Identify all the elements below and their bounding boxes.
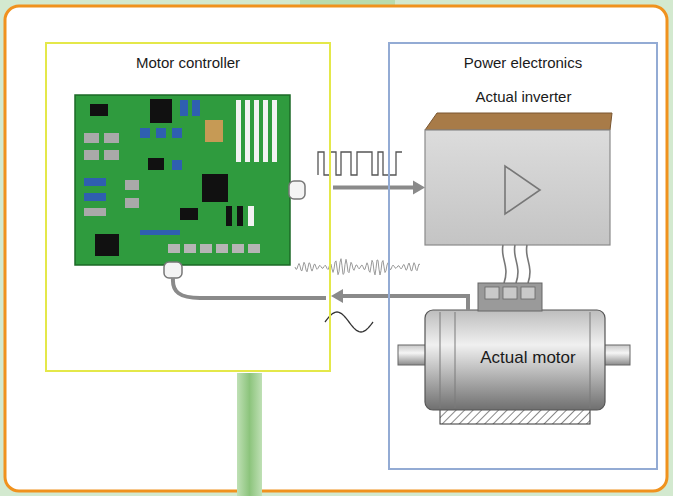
frame-part: [5, 6, 667, 491]
circuit-board-part: [237, 206, 243, 226]
circuit-board-part: [236, 100, 241, 162]
frame-part: [237, 373, 262, 496]
group-box: Motor controller: [45, 42, 331, 372]
circuit-board-part: [226, 206, 232, 226]
circuit-board-part: [172, 160, 182, 170]
motor-drawing-part: [398, 345, 428, 365]
circuit-board-part: [148, 158, 164, 170]
circuit-board-part: [192, 100, 200, 116]
component-box: Actual inverter: [425, 130, 622, 245]
circuit-board-part: [95, 234, 119, 256]
circuit-board-part: [184, 244, 196, 253]
circuit-board-part: [248, 206, 254, 226]
circuit-board-part: [254, 100, 259, 162]
circuit-board-part: [140, 128, 150, 138]
inverter-drawing-part: [425, 113, 612, 130]
motor-drawing-part: [503, 287, 517, 299]
circuit-board-part: [180, 208, 198, 220]
motor-wires-part: [502, 245, 506, 283]
arrow-head: [413, 181, 425, 195]
circuit-board-part: [90, 104, 108, 116]
motor-drawing-part: [603, 345, 630, 365]
inverter-drawing-part: [425, 130, 610, 245]
motor-drawing: [398, 283, 630, 424]
group-box: Power electronicsActual inverterActual m…: [388, 42, 658, 470]
plug-part: [173, 278, 326, 298]
inverter-drawing: [425, 113, 612, 245]
box-label: Motor controller: [47, 44, 329, 71]
circuit-board-part: [200, 244, 212, 253]
circuit-board-part: [216, 244, 228, 253]
circuit-board-part: [172, 128, 182, 138]
circuit-board-part: [84, 178, 106, 186]
circuit-board-part: [245, 100, 250, 162]
box-label: Power electronics: [390, 44, 656, 71]
circuit-board-part: [84, 150, 99, 160]
motor-wires-part: [526, 245, 530, 283]
circuit-board-part: [202, 174, 228, 202]
motor-drawing-part: [425, 310, 605, 410]
circuit-board-part: [150, 99, 172, 123]
motor-wires: [502, 245, 530, 283]
circuit-board: [75, 95, 290, 265]
plug-part: [289, 181, 305, 199]
signal-arrow: [341, 296, 468, 310]
inverter-drawing-part: [505, 166, 540, 214]
circuit-board-part: [125, 198, 139, 208]
circuit-board-part: [140, 230, 180, 235]
circuit-board-part: [263, 100, 268, 162]
circuit-board-part: [232, 244, 244, 253]
circuit-board-part: [180, 100, 188, 116]
motor-drawing-part: [478, 283, 542, 311]
motor-drawing-part: [521, 287, 535, 299]
signal-waves-part: [325, 312, 373, 332]
frame: [5, 0, 667, 496]
plug: [164, 181, 326, 298]
component-box: Actual motor: [425, 310, 605, 410]
circuit-board-part: [205, 120, 223, 142]
motor-drawing-part: [485, 287, 499, 299]
plug-part: [164, 262, 182, 278]
circuit-board-part: [104, 150, 119, 160]
circuit-board-part: [156, 128, 166, 138]
circuit-board-part: [84, 193, 106, 201]
signal-waves-part: [295, 259, 420, 275]
circuit-board-part: [104, 133, 119, 143]
arrow-head: [331, 289, 343, 303]
circuit-board-part: [168, 244, 180, 253]
signal-waves: [295, 152, 420, 332]
circuit-board-part: [75, 95, 290, 265]
circuit-board-part: [84, 133, 99, 143]
circuit-board-part: [248, 244, 260, 253]
circuit-board-part: [84, 208, 106, 216]
circuit-board-part: [125, 180, 139, 190]
signal-arrow: [333, 186, 415, 190]
box-label: Actual inverter: [425, 88, 622, 105]
motor-wires-part: [514, 245, 518, 283]
box-label: Actual motor: [455, 348, 601, 368]
circuit-board-part: [272, 100, 277, 162]
